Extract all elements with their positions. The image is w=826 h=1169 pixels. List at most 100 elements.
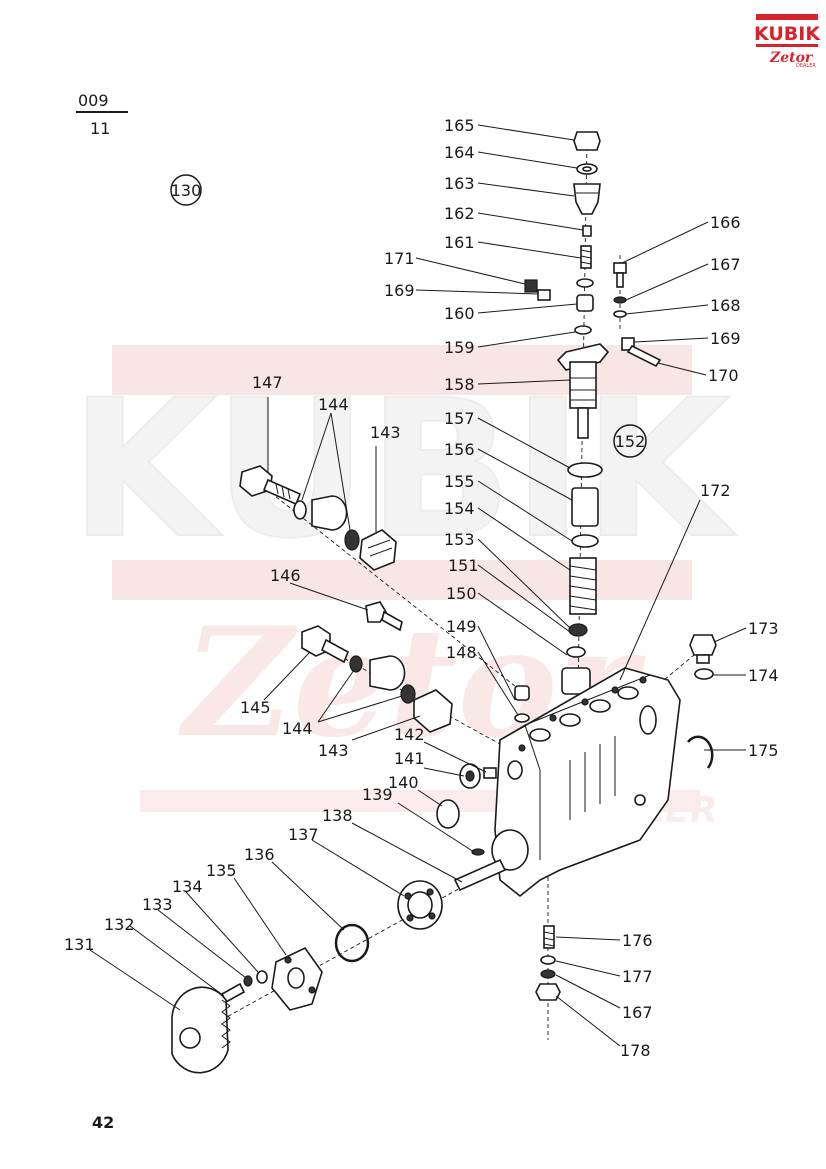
leader-136 (271, 861, 345, 931)
page-number: 42 (92, 1113, 114, 1132)
part-label-149: 149 (446, 617, 477, 636)
housing-front-port (507, 760, 523, 780)
housing-bore-2 (559, 713, 581, 727)
part-155-spring-seat (571, 534, 599, 548)
part-label-142: 142 (394, 725, 425, 744)
fuel-line-banjo-lower (301, 625, 453, 733)
part-154-coils (569, 565, 597, 611)
leader-141 (423, 767, 465, 777)
part-label-137: 137 (288, 825, 319, 844)
leader-144-bottom-a (317, 669, 355, 723)
housing-edges (499, 674, 651, 860)
part-144-seal-lower-2 (400, 684, 416, 704)
part-label-132: 132 (104, 915, 135, 934)
leader-150 (477, 592, 568, 656)
part-label-138: 138 (322, 806, 353, 825)
part-label-134: 134 (172, 877, 203, 896)
part-169-clip-left (537, 289, 551, 301)
leader-153 (477, 538, 571, 629)
part-144-seal-lower-1 (349, 655, 363, 673)
housing-hole-a (518, 744, 526, 752)
housing-side-port (639, 705, 657, 735)
part-label-167-top: 167 (710, 255, 741, 274)
part-136-circlip (334, 923, 370, 963)
part-150-washer (566, 646, 586, 658)
kubik-logo: KUBIK Zetor DEALER (754, 14, 821, 69)
leader-145 (263, 651, 311, 701)
leader-167-bottom (555, 974, 621, 1009)
logo-bar-bottom (756, 44, 818, 47)
figure-number-top: 009 (78, 91, 109, 110)
leader-169-right (633, 337, 709, 343)
part-label-160: 160 (444, 304, 475, 323)
watermark-bar-middle (112, 560, 692, 600)
leader-159 (477, 331, 576, 348)
pump-housing-172 (491, 667, 681, 898)
part-137-bearing-inner (407, 891, 433, 919)
part-banjo-body-upper (311, 495, 348, 531)
part-label-171: 171 (384, 249, 415, 268)
leader-140 (417, 789, 443, 807)
leader-146 (289, 582, 369, 611)
part-135-hub-bore (287, 967, 305, 989)
part-label-135: 135 (206, 861, 237, 880)
part-label-140: 140 (388, 773, 419, 792)
leader-168 (625, 304, 709, 315)
part-144-seal-upper-2 (344, 529, 360, 551)
part-label-155: 155 (444, 472, 475, 491)
part-138-camshaft (453, 858, 507, 892)
leader-132 (129, 925, 225, 997)
leader-131 (89, 949, 181, 1011)
leader-142 (423, 741, 487, 773)
assembly-label-152: 152 (615, 432, 646, 451)
part-170-screw (626, 344, 662, 368)
part-label-131: 131 (64, 935, 95, 954)
part-label-174: 174 (748, 666, 779, 685)
leader-158 (477, 379, 571, 385)
logo-sub: Zetor (769, 50, 814, 66)
leader-135 (233, 877, 287, 956)
leader-173 (713, 627, 747, 643)
figure-number-bottom: 11 (90, 119, 110, 138)
logo-tag: DEALER (796, 63, 816, 69)
part-label-147: 147 (252, 373, 283, 392)
part-137-ball-1 (404, 892, 412, 900)
leader-134 (185, 891, 259, 973)
part-148-screw-head (514, 685, 530, 701)
part-159-gasket (574, 325, 592, 335)
part-label-165: 165 (444, 116, 475, 135)
part-label-177: 177 (622, 967, 653, 986)
leader-164 (477, 151, 578, 169)
part-143-union-upper (359, 529, 397, 571)
part-label-150: 150 (446, 584, 477, 603)
part-144-seal-upper-1 (293, 500, 307, 520)
leader-144-top-a (301, 412, 332, 501)
part-134-washer (256, 970, 268, 984)
part-label-158: 158 (444, 375, 475, 394)
part-label-167-bottom: 167 (622, 1003, 653, 1022)
part-label-178: 178 (620, 1041, 651, 1060)
flange-fasteners (524, 262, 662, 368)
part-label-141: 141 (394, 749, 425, 768)
part-label-136: 136 (244, 845, 275, 864)
part-160-valve-seat (576, 294, 594, 312)
logo-brand: KUBIK (754, 23, 821, 45)
part-label-146: 146 (270, 566, 301, 585)
part-176-thread (543, 931, 555, 947)
part-178-nut (535, 983, 561, 1001)
part-label-161: 161 (444, 233, 475, 252)
housing-bore-3 (589, 699, 611, 713)
housing-stud-assembly (535, 925, 561, 1001)
figure-number: 009 11 (76, 91, 128, 138)
leader-155 (477, 480, 573, 542)
part-135-hole-2 (308, 986, 316, 994)
part-label-156: 156 (444, 440, 475, 459)
leader-165 (477, 124, 575, 141)
part-137-ball-4 (406, 914, 414, 922)
part-label-143-top: 143 (370, 423, 401, 442)
part-173-thread (696, 654, 710, 664)
part-142-pin (483, 767, 497, 779)
leader-137 (311, 839, 405, 897)
